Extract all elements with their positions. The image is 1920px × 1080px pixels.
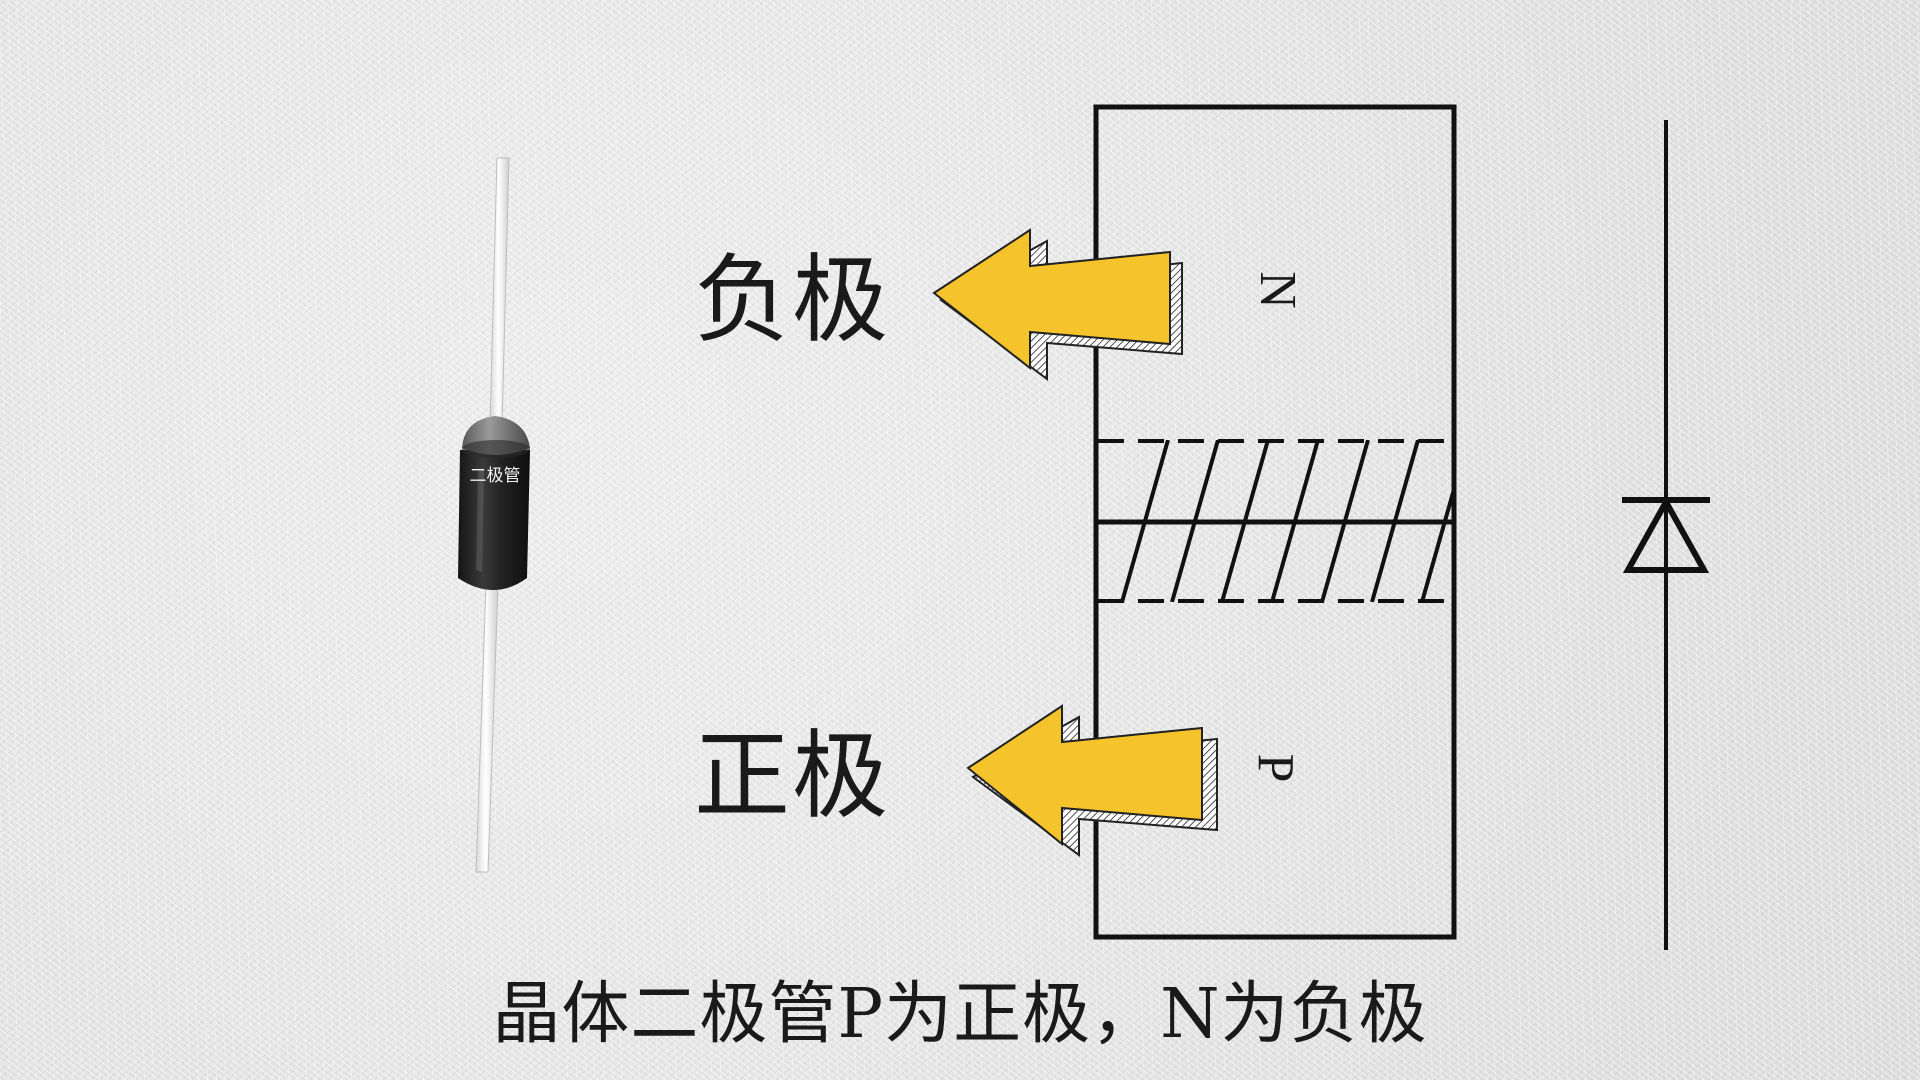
axial-diode-icon: 二极管 bbox=[458, 157, 530, 873]
pn-junction-block bbox=[1093, 104, 1457, 940]
diode-body-print: 二极管 bbox=[470, 466, 521, 486]
n-region-label: N bbox=[1248, 271, 1306, 309]
cathode-label: 负极 bbox=[694, 244, 890, 356]
diode-body bbox=[458, 450, 530, 590]
cathode-arrow bbox=[932, 228, 1171, 371]
diode-bottom-lead bbox=[475, 584, 499, 873]
anode-label: 正极 bbox=[694, 720, 890, 832]
diode-symbol-icon bbox=[1622, 120, 1710, 950]
left-arrow-icon bbox=[932, 228, 1183, 381]
diode-top-lead bbox=[489, 157, 510, 426]
block-outline bbox=[1093, 104, 1457, 940]
left-arrow-icon bbox=[966, 704, 1218, 857]
diagram-caption: 晶体二极管P为正极，N为负极 bbox=[492, 975, 1428, 1054]
symbol-triangle bbox=[1622, 495, 1710, 573]
p-region-label: P bbox=[1246, 753, 1304, 783]
anode-arrow bbox=[966, 704, 1203, 847]
